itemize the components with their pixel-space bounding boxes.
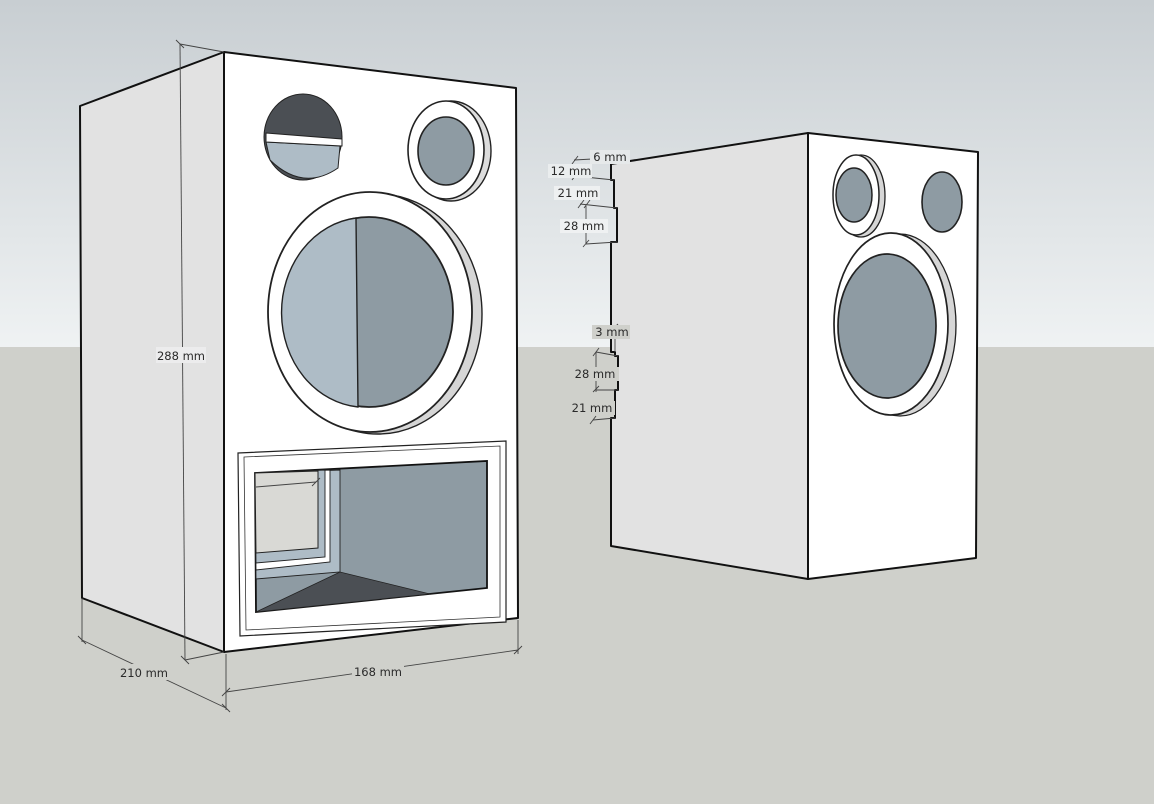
right-tweeter-driver [832, 154, 886, 238]
right-dim-21mm-bottom: 21 mm [572, 401, 613, 415]
left-height-dimension [156, 39, 225, 665]
right-dim-12mm: 12 mm [551, 164, 592, 178]
left-height-label: 288 mm [157, 349, 205, 363]
left-woofer [267, 191, 483, 435]
left-width-label: 168 mm [354, 665, 402, 679]
left-depth-dimension [77, 598, 231, 713]
left-tweeter-driver [407, 100, 492, 202]
right-dim-28mm-top: 28 mm [564, 219, 605, 233]
right-woofer [833, 232, 957, 417]
right-dim-6mm: 6 mm [593, 150, 626, 164]
left-speaker: 288 mm 210 mm 168 mm [77, 39, 523, 713]
right-dim-21mm-top: 21 mm [558, 186, 599, 200]
right-speaker: 6 mm 12 mm 21 mm 28 mm 3 mm 28 mm 21 mm [548, 132, 979, 580]
right-speaker-side-face [610, 132, 809, 580]
right-dim-3mm: 3 mm [595, 325, 628, 339]
left-depth-label: 210 mm [120, 666, 168, 680]
right-profile-dimensions [548, 150, 630, 425]
right-dim-28mm-bottom: 28 mm [575, 367, 616, 381]
left-width-dimension [221, 620, 523, 697]
right-tweeter-hole [921, 171, 963, 233]
left-tweeter-hole [263, 93, 343, 181]
left-bass-port [237, 440, 507, 637]
